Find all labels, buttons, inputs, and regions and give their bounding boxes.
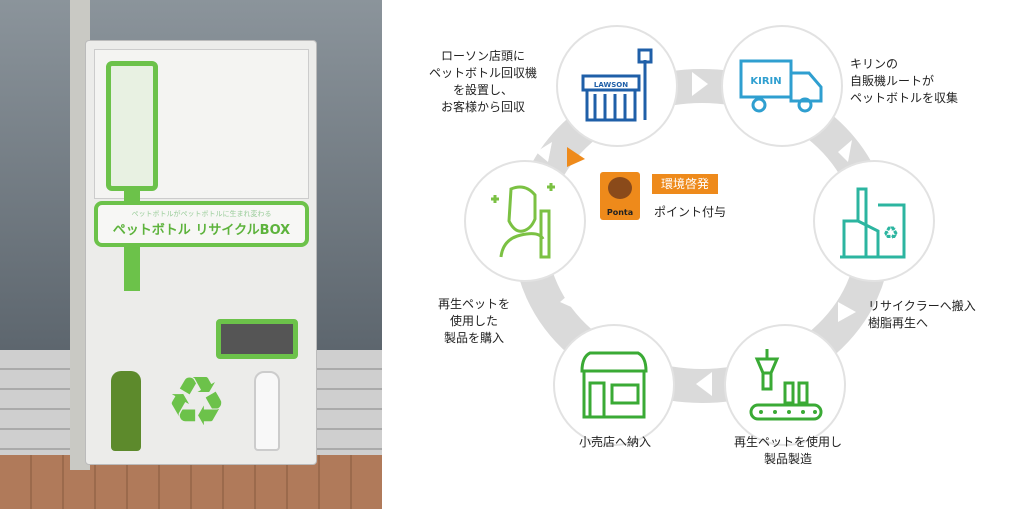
caption-purchase: 再生ペットを 使用した 製品を購入 [437,297,510,345]
recycling-machine-photo: ペットボトルがペットボトルに生まれ変わる ペットボトル リサイクルBOX ♻ [0,0,382,509]
factory-circle: ♻ [813,160,935,282]
ring-arrow-4 [696,372,712,396]
svg-text:KIRIN: KIRIN [750,76,781,87]
recycling-factory-icon: ♻ [840,187,906,259]
machine-label: ペットボトルがペットボトルに生まれ変わる ペットボトル リサイクルBOX [94,201,309,247]
manufacturing-circle [724,324,846,446]
customer-with-bottle-icon [491,183,555,259]
bottle-insert-slot [106,61,158,191]
kirin-circle: KIRIN [721,25,843,147]
output-window [216,319,298,359]
green-tea-bottle [111,371,141,451]
ring-arrow-5 [560,290,578,310]
lawson-circle: LAWSON [556,25,678,147]
caption-recycler: リサイクラーへ搬入 樹脂再生へ [868,299,976,330]
ring-arrow-6 [536,142,552,162]
customer-circle [464,160,586,282]
ponta-logo-text: Ponta [606,208,634,217]
points-label: ポイント付与 [654,205,727,219]
retail-shop-icon [580,351,648,419]
ring-arrow-2 [838,140,852,162]
caption-collection: ローソン店頭に ペットボトル回収機 を設置し、 お客様から回収 [428,49,537,114]
kirin-truck-icon: KIRIN [739,59,823,113]
clear-bottle-icon [254,371,280,451]
svg-text:♻: ♻ [883,223,899,244]
retail-circle [553,324,675,446]
ponta-logo: Ponta [600,172,640,220]
ring-arrow-1 [692,72,708,96]
recycle-icon: ♻ [166,363,227,442]
machine-title: ペットボトル リサイクルBOX [112,223,291,238]
caption-kirin: キリンの 自販機ルートが ペットボトルを収集 [850,57,959,105]
ponta-character-icon [608,177,632,199]
caption-retail: 小売店へ納入 [578,435,651,449]
ring-arrow-3 [838,302,856,322]
svg-text:LAWSON: LAWSON [594,81,628,89]
recycle-box-machine: ペットボトルがペットボトルに生まれ変わる ペットボトル リサイクルBOX ♻ [85,40,317,465]
caption-manufacturing: 再生ペットを使用し 製品製造 [733,435,842,466]
conveyor-bottles-icon [749,349,823,421]
lawson-store-icon: LAWSON [581,48,653,122]
environment-badge: 環境啓発 [652,174,718,194]
machine-tagline: ペットボトルがペットボトルに生まれ変わる [131,210,272,218]
orange-arrow [567,147,585,167]
